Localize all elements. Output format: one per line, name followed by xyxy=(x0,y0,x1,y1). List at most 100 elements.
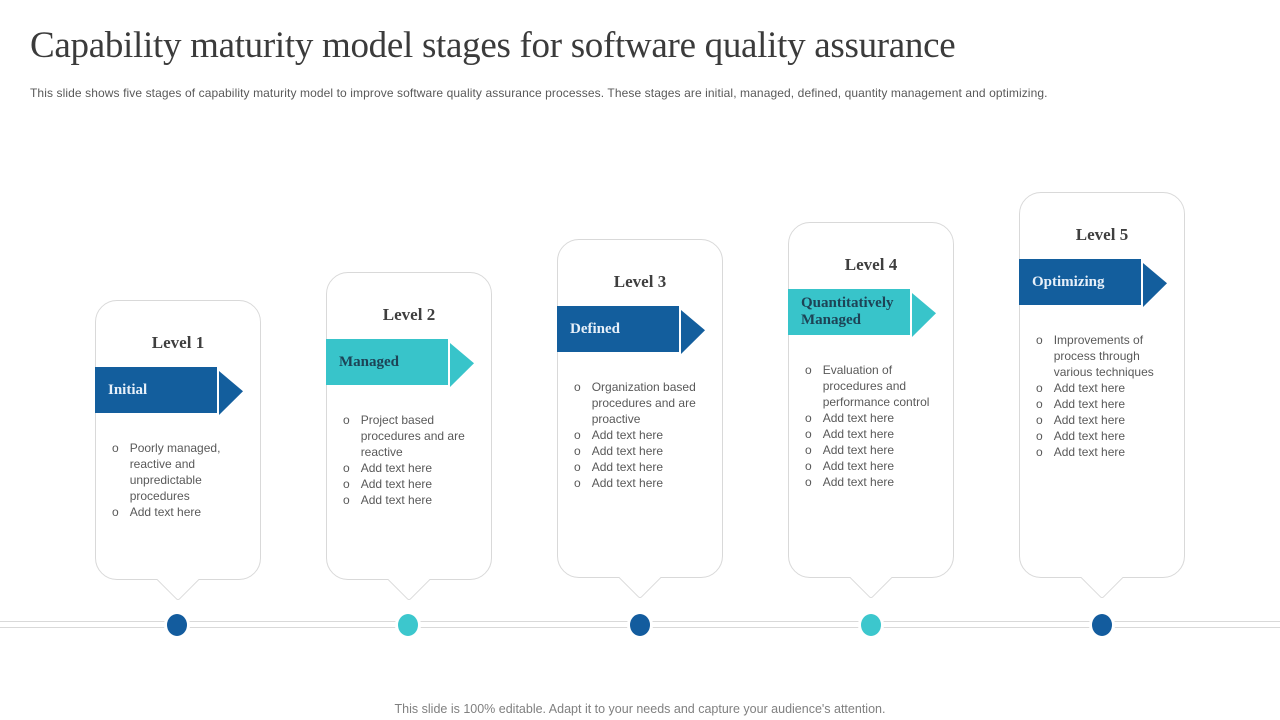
bullet-marker-icon: o xyxy=(343,461,350,475)
bullet-text: Improvements of process through various … xyxy=(1053,333,1154,379)
bullet-marker-icon: o xyxy=(343,413,350,427)
stage-card-level-4: Level 4 Quantitatively Managed o Evaluati… xyxy=(788,222,954,600)
bullet-item: o Add text here xyxy=(343,492,483,508)
bullet-item: o Add text here xyxy=(805,458,945,474)
stage-level-label: Level 2 xyxy=(382,305,436,324)
arrow-tip-icon xyxy=(912,293,936,337)
timeline-dot-level-2 xyxy=(398,614,418,636)
bullet-marker-icon: o xyxy=(574,460,581,474)
card-tail-pointer xyxy=(1080,556,1124,600)
bullet-marker-icon: o xyxy=(805,411,812,425)
bullet-item: o Add text here xyxy=(805,410,945,426)
stage-level-label: Level 1 xyxy=(151,333,205,352)
bullet-marker-icon: o xyxy=(1036,429,1043,443)
bullet-marker-icon: o xyxy=(805,363,812,377)
bullet-item: o Add text here xyxy=(574,475,714,491)
stage-bullet-list: o Organization based procedures and are p… xyxy=(558,379,722,491)
stage-name-label: Managed xyxy=(326,339,448,385)
bullet-text: Add text here xyxy=(129,505,202,519)
bullet-marker-icon: o xyxy=(1036,381,1043,395)
stage-bullet-list: o Improvements of process through various… xyxy=(1020,332,1184,460)
bullet-text: Add text here xyxy=(591,476,664,490)
stage-card-level-5: Level 5 Optimizing o Improvements of proc… xyxy=(1019,192,1185,600)
slide-title: Capability maturity model stages for sof… xyxy=(30,25,956,66)
bullet-text: Add text here xyxy=(822,475,895,489)
bullet-marker-icon: o xyxy=(574,428,581,442)
card-tail-pointer xyxy=(156,558,200,602)
bullet-item: o Evaluation of procedures and performanc… xyxy=(805,362,945,410)
bullet-text: Add text here xyxy=(1053,381,1126,395)
bullet-item: o Add text here xyxy=(574,427,714,443)
bullet-item: o Add text here xyxy=(1036,412,1176,428)
bullet-marker-icon: o xyxy=(1036,413,1043,427)
bullet-text: Add text here xyxy=(360,493,433,507)
bullet-marker-icon: o xyxy=(574,380,581,394)
stage-bullet-list: o Project based procedures and are reacti… xyxy=(327,412,491,508)
bullet-marker-icon: o xyxy=(574,476,581,490)
bullet-text: Add text here xyxy=(1053,413,1126,427)
bullet-text: Add text here xyxy=(360,477,433,491)
bullet-marker-icon: o xyxy=(343,493,350,507)
bullet-marker-icon: o xyxy=(1036,333,1043,347)
bullet-text: Add text here xyxy=(1053,397,1126,411)
bullet-item: o Add text here xyxy=(343,460,483,476)
bullet-text: Organization based procedures and are pr… xyxy=(591,380,696,426)
bullet-item: o Add text here xyxy=(112,504,252,520)
card-tail-pointer xyxy=(618,556,662,600)
bullet-item: o Add text here xyxy=(574,443,714,459)
bullet-item: o Add text here xyxy=(1036,428,1176,444)
stage-card-level-1: Level 1 Initial o Poorly managed, reactiv… xyxy=(95,300,261,602)
bullet-marker-icon: o xyxy=(112,441,119,455)
stage-bullet-list: o Evaluation of procedures and performanc… xyxy=(789,362,953,490)
bullet-text: Add text here xyxy=(591,444,664,458)
stage-level-label: Level 5 xyxy=(1075,225,1129,244)
bullet-item: o Add text here xyxy=(1036,396,1176,412)
bullet-text: Project based procedures and are reactiv… xyxy=(360,413,465,459)
stage-name-label: Quantitatively Managed xyxy=(788,289,910,335)
bullet-item: o Improvements of process through various… xyxy=(1036,332,1176,380)
timeline-dot-level-4 xyxy=(861,614,881,636)
bullet-item: o Add text here xyxy=(805,474,945,490)
stage-name-label: Optimizing xyxy=(1019,259,1141,305)
stage-level-label: Level 4 xyxy=(844,255,898,274)
bullet-marker-icon: o xyxy=(112,505,119,519)
bullet-text: Add text here xyxy=(822,443,895,457)
arrow-tip-icon xyxy=(1143,263,1167,307)
bullet-text: Poorly managed, reactive and unpredictab… xyxy=(129,441,221,503)
bullet-text: Evaluation of procedures and performance… xyxy=(822,363,930,409)
bullet-text: Add text here xyxy=(591,428,664,442)
bullet-text: Add text here xyxy=(822,411,895,425)
bullet-text: Add text here xyxy=(1053,429,1126,443)
bullet-text: Add text here xyxy=(360,461,433,475)
bullet-item: o Add text here xyxy=(574,459,714,475)
bullet-marker-icon: o xyxy=(1036,397,1043,411)
bullet-marker-icon: o xyxy=(574,444,581,458)
bullet-item: o Add text here xyxy=(1036,380,1176,396)
bullet-item: o Organization based procedures and are p… xyxy=(574,379,714,427)
bullet-marker-icon: o xyxy=(805,475,812,489)
bullet-text: Add text here xyxy=(1053,445,1126,459)
card-tail-pointer xyxy=(387,558,431,602)
stage-card-level-2: Level 2 Managed o Project based procedure… xyxy=(326,272,492,602)
stage-arrow-banner: Initial xyxy=(95,367,243,415)
timeline-dot-level-3 xyxy=(630,614,650,636)
bullet-marker-icon: o xyxy=(805,427,812,441)
timeline-dot-level-5 xyxy=(1092,614,1112,636)
bullet-marker-icon: o xyxy=(805,459,812,473)
editable-note: This slide is 100% editable. Adapt it to… xyxy=(394,702,886,716)
bullet-item: o Poorly managed, reactive and unpredicta… xyxy=(112,440,252,504)
stage-arrow-banner: Managed xyxy=(326,339,474,387)
bullet-item: o Project based procedures and are reacti… xyxy=(343,412,483,460)
stage-arrow-banner: Optimizing xyxy=(1019,259,1167,307)
slide-subtitle: This slide shows five stages of capabili… xyxy=(30,86,1048,100)
bullet-text: Add text here xyxy=(822,459,895,473)
bullet-marker-icon: o xyxy=(343,477,350,491)
bullet-item: o Add text here xyxy=(343,476,483,492)
arrow-tip-icon xyxy=(450,343,474,387)
arrow-tip-icon xyxy=(681,310,705,354)
bullet-text: Add text here xyxy=(591,460,664,474)
